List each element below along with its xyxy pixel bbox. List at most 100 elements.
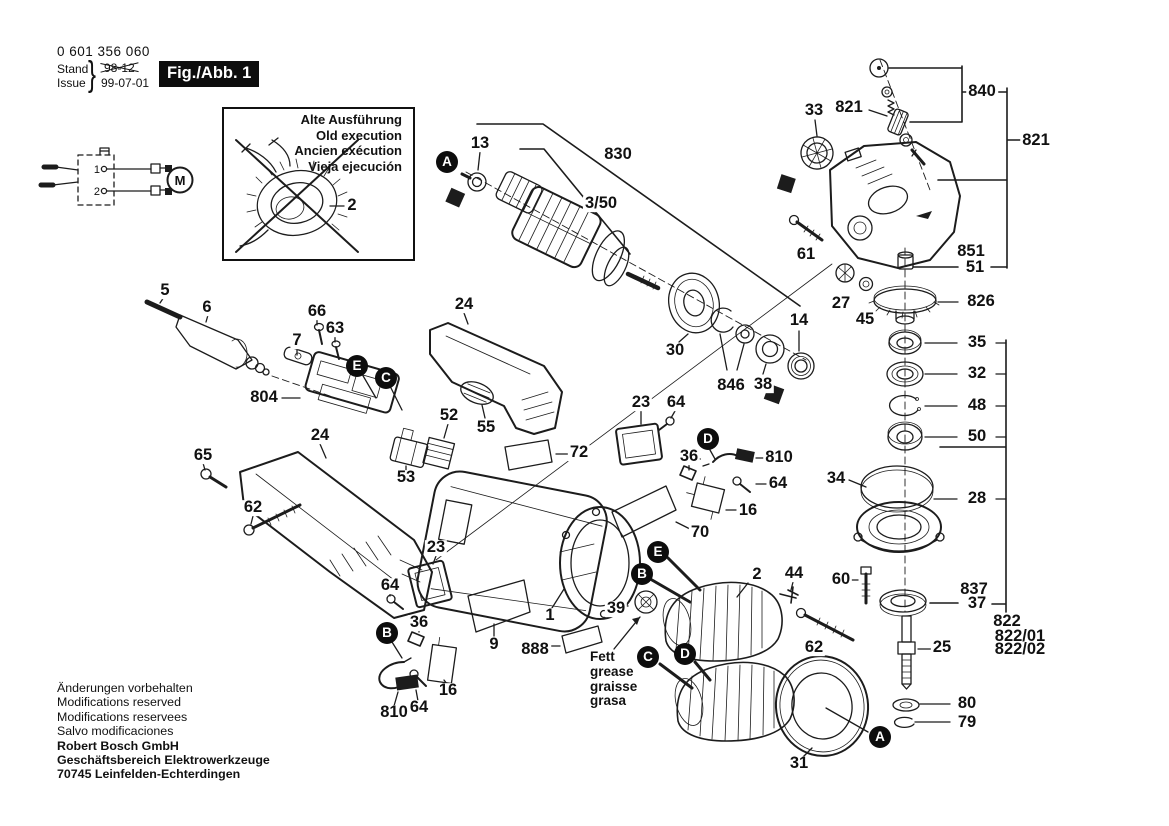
part-label-48: 48 bbox=[965, 396, 989, 415]
part-label-62: 62 bbox=[802, 638, 826, 657]
assembly-marker-C: C bbox=[375, 367, 397, 389]
part-number: 0 601 356 060 bbox=[57, 44, 150, 59]
part-label-37: 37 bbox=[965, 594, 989, 613]
part-label-822-02: 822/02 bbox=[992, 640, 1048, 659]
motor-symbol-label: M bbox=[175, 173, 186, 188]
footer-line-en: Modifications reserved bbox=[57, 695, 181, 710]
part-label-72: 72 bbox=[567, 443, 591, 462]
assembly-marker-B: B bbox=[631, 563, 653, 585]
part-label-64: 64 bbox=[407, 698, 431, 717]
part-label-822-01: 822/01 bbox=[992, 627, 1048, 646]
handle-and-switch-parts bbox=[144, 296, 767, 707]
grease-note: Fett grease graisse grasa bbox=[590, 649, 637, 709]
part-label-804: 804 bbox=[248, 388, 280, 407]
terminal-1-label: 1 bbox=[94, 164, 100, 176]
issue-value: 99-07-01 bbox=[101, 76, 150, 90]
part-label-60: 60 bbox=[829, 570, 853, 589]
part-label-7: 7 bbox=[290, 331, 304, 350]
part-label-821: 821 bbox=[1020, 131, 1052, 150]
part-label-80: 80 bbox=[955, 694, 979, 713]
spacer-ring-30 bbox=[668, 272, 720, 334]
part-label-9: 9 bbox=[487, 635, 501, 654]
footer-division: Geschäftsbereich Elektrowerkzeuge bbox=[57, 753, 270, 768]
figure-label: Fig./Abb. 1 bbox=[159, 61, 260, 87]
part-label-53: 53 bbox=[394, 468, 418, 487]
part-label-16: 16 bbox=[736, 501, 760, 520]
part-label-30: 30 bbox=[663, 341, 687, 360]
assembly-marker-D: D bbox=[674, 643, 696, 665]
assembly-marker-A: A bbox=[436, 151, 458, 173]
assembly-marker-B: B bbox=[376, 622, 398, 644]
part-label-62: 62 bbox=[241, 498, 265, 517]
issue-label: Issue bbox=[57, 76, 86, 90]
part-label-45: 45 bbox=[853, 310, 877, 329]
part-label-837: 837 bbox=[958, 580, 990, 599]
part-label-35: 35 bbox=[965, 333, 989, 352]
part-label-23: 23 bbox=[424, 538, 448, 557]
assembly-marker-E: E bbox=[346, 355, 368, 377]
part-label-65: 65 bbox=[191, 446, 215, 465]
stand-value: 98-12 bbox=[104, 61, 135, 75]
bearing-wheel-33 bbox=[800, 136, 834, 170]
part-label-44: 44 bbox=[782, 564, 806, 583]
stand-value-struck: 98-12 bbox=[104, 61, 135, 75]
part-label-52: 52 bbox=[437, 406, 461, 425]
part-label-25: 25 bbox=[930, 638, 954, 657]
old-stator-drawing bbox=[235, 137, 359, 253]
part-label-64: 64 bbox=[378, 576, 402, 595]
grease-line-en: grease bbox=[590, 663, 634, 679]
part-label-822: 822 bbox=[991, 612, 1023, 631]
part-label-23: 23 bbox=[629, 393, 653, 412]
part-label-13: 13 bbox=[468, 134, 492, 153]
gear-housing-assembly bbox=[435, 58, 1022, 758]
part-label-826: 826 bbox=[965, 292, 997, 311]
old-execution-line-fr: Ancien exécution bbox=[294, 143, 402, 158]
part-label-830: 830 bbox=[602, 145, 634, 164]
part-label-2-old-execution: 2 bbox=[345, 196, 359, 215]
part-label-888: 888 bbox=[519, 640, 551, 659]
assembly-marker-E: E bbox=[647, 541, 669, 563]
part-label-66: 66 bbox=[305, 302, 329, 321]
part-label-821: 821 bbox=[833, 98, 865, 117]
footer-address: 70745 Leinfelden-Echterdingen bbox=[57, 767, 241, 782]
part-label-14: 14 bbox=[787, 311, 811, 330]
part-label-851: 851 bbox=[955, 242, 987, 261]
part-label-846: 846 bbox=[715, 376, 747, 395]
part-label-840: 840 bbox=[966, 82, 998, 101]
part-label-33: 33 bbox=[802, 101, 826, 120]
footer-line-de: Änderungen vorbehalten bbox=[57, 681, 193, 695]
part-label-2: 2 bbox=[750, 565, 764, 584]
part-label-64: 64 bbox=[766, 474, 790, 493]
part-label-55: 55 bbox=[474, 418, 498, 437]
part-label-38: 38 bbox=[751, 375, 775, 394]
stand-issue-brace: } bbox=[88, 55, 97, 95]
part-label-16: 16 bbox=[436, 681, 460, 700]
part-label-34: 34 bbox=[824, 469, 848, 488]
part-label-50: 50 bbox=[965, 427, 989, 446]
part-label-61: 61 bbox=[794, 245, 818, 264]
old-execution-line-en: Old execution bbox=[316, 127, 402, 143]
old-execution-line-de: Alte Ausführung bbox=[300, 112, 402, 127]
footer-line-es: Salvo modificaciones bbox=[57, 724, 174, 739]
old-execution-text: Alte Ausführung Old execution Ancien exé… bbox=[240, 112, 402, 174]
grease-line-de: Fett bbox=[590, 649, 615, 664]
part-label-5: 5 bbox=[158, 281, 172, 300]
part-label-32: 32 bbox=[965, 364, 989, 383]
old-execution-line-es: Vieja ejecución bbox=[308, 158, 402, 174]
part-label-70: 70 bbox=[688, 523, 712, 542]
part-label-27: 27 bbox=[829, 294, 853, 313]
part-label-36: 36 bbox=[677, 447, 701, 466]
assembly-marker-C: C bbox=[637, 646, 659, 668]
part-label-51: 51 bbox=[963, 258, 987, 277]
part-label-63: 63 bbox=[323, 319, 347, 338]
part-label-1: 1 bbox=[543, 606, 557, 625]
part-label-3-50: 3/50 bbox=[582, 194, 620, 213]
part-label-79: 79 bbox=[955, 713, 979, 732]
grease-line-es: grasa bbox=[590, 693, 627, 709]
part-label-6: 6 bbox=[200, 298, 214, 317]
part-label-64: 64 bbox=[664, 393, 688, 412]
assembly-marker-A: A bbox=[869, 726, 891, 748]
old-execution-box bbox=[222, 107, 415, 261]
